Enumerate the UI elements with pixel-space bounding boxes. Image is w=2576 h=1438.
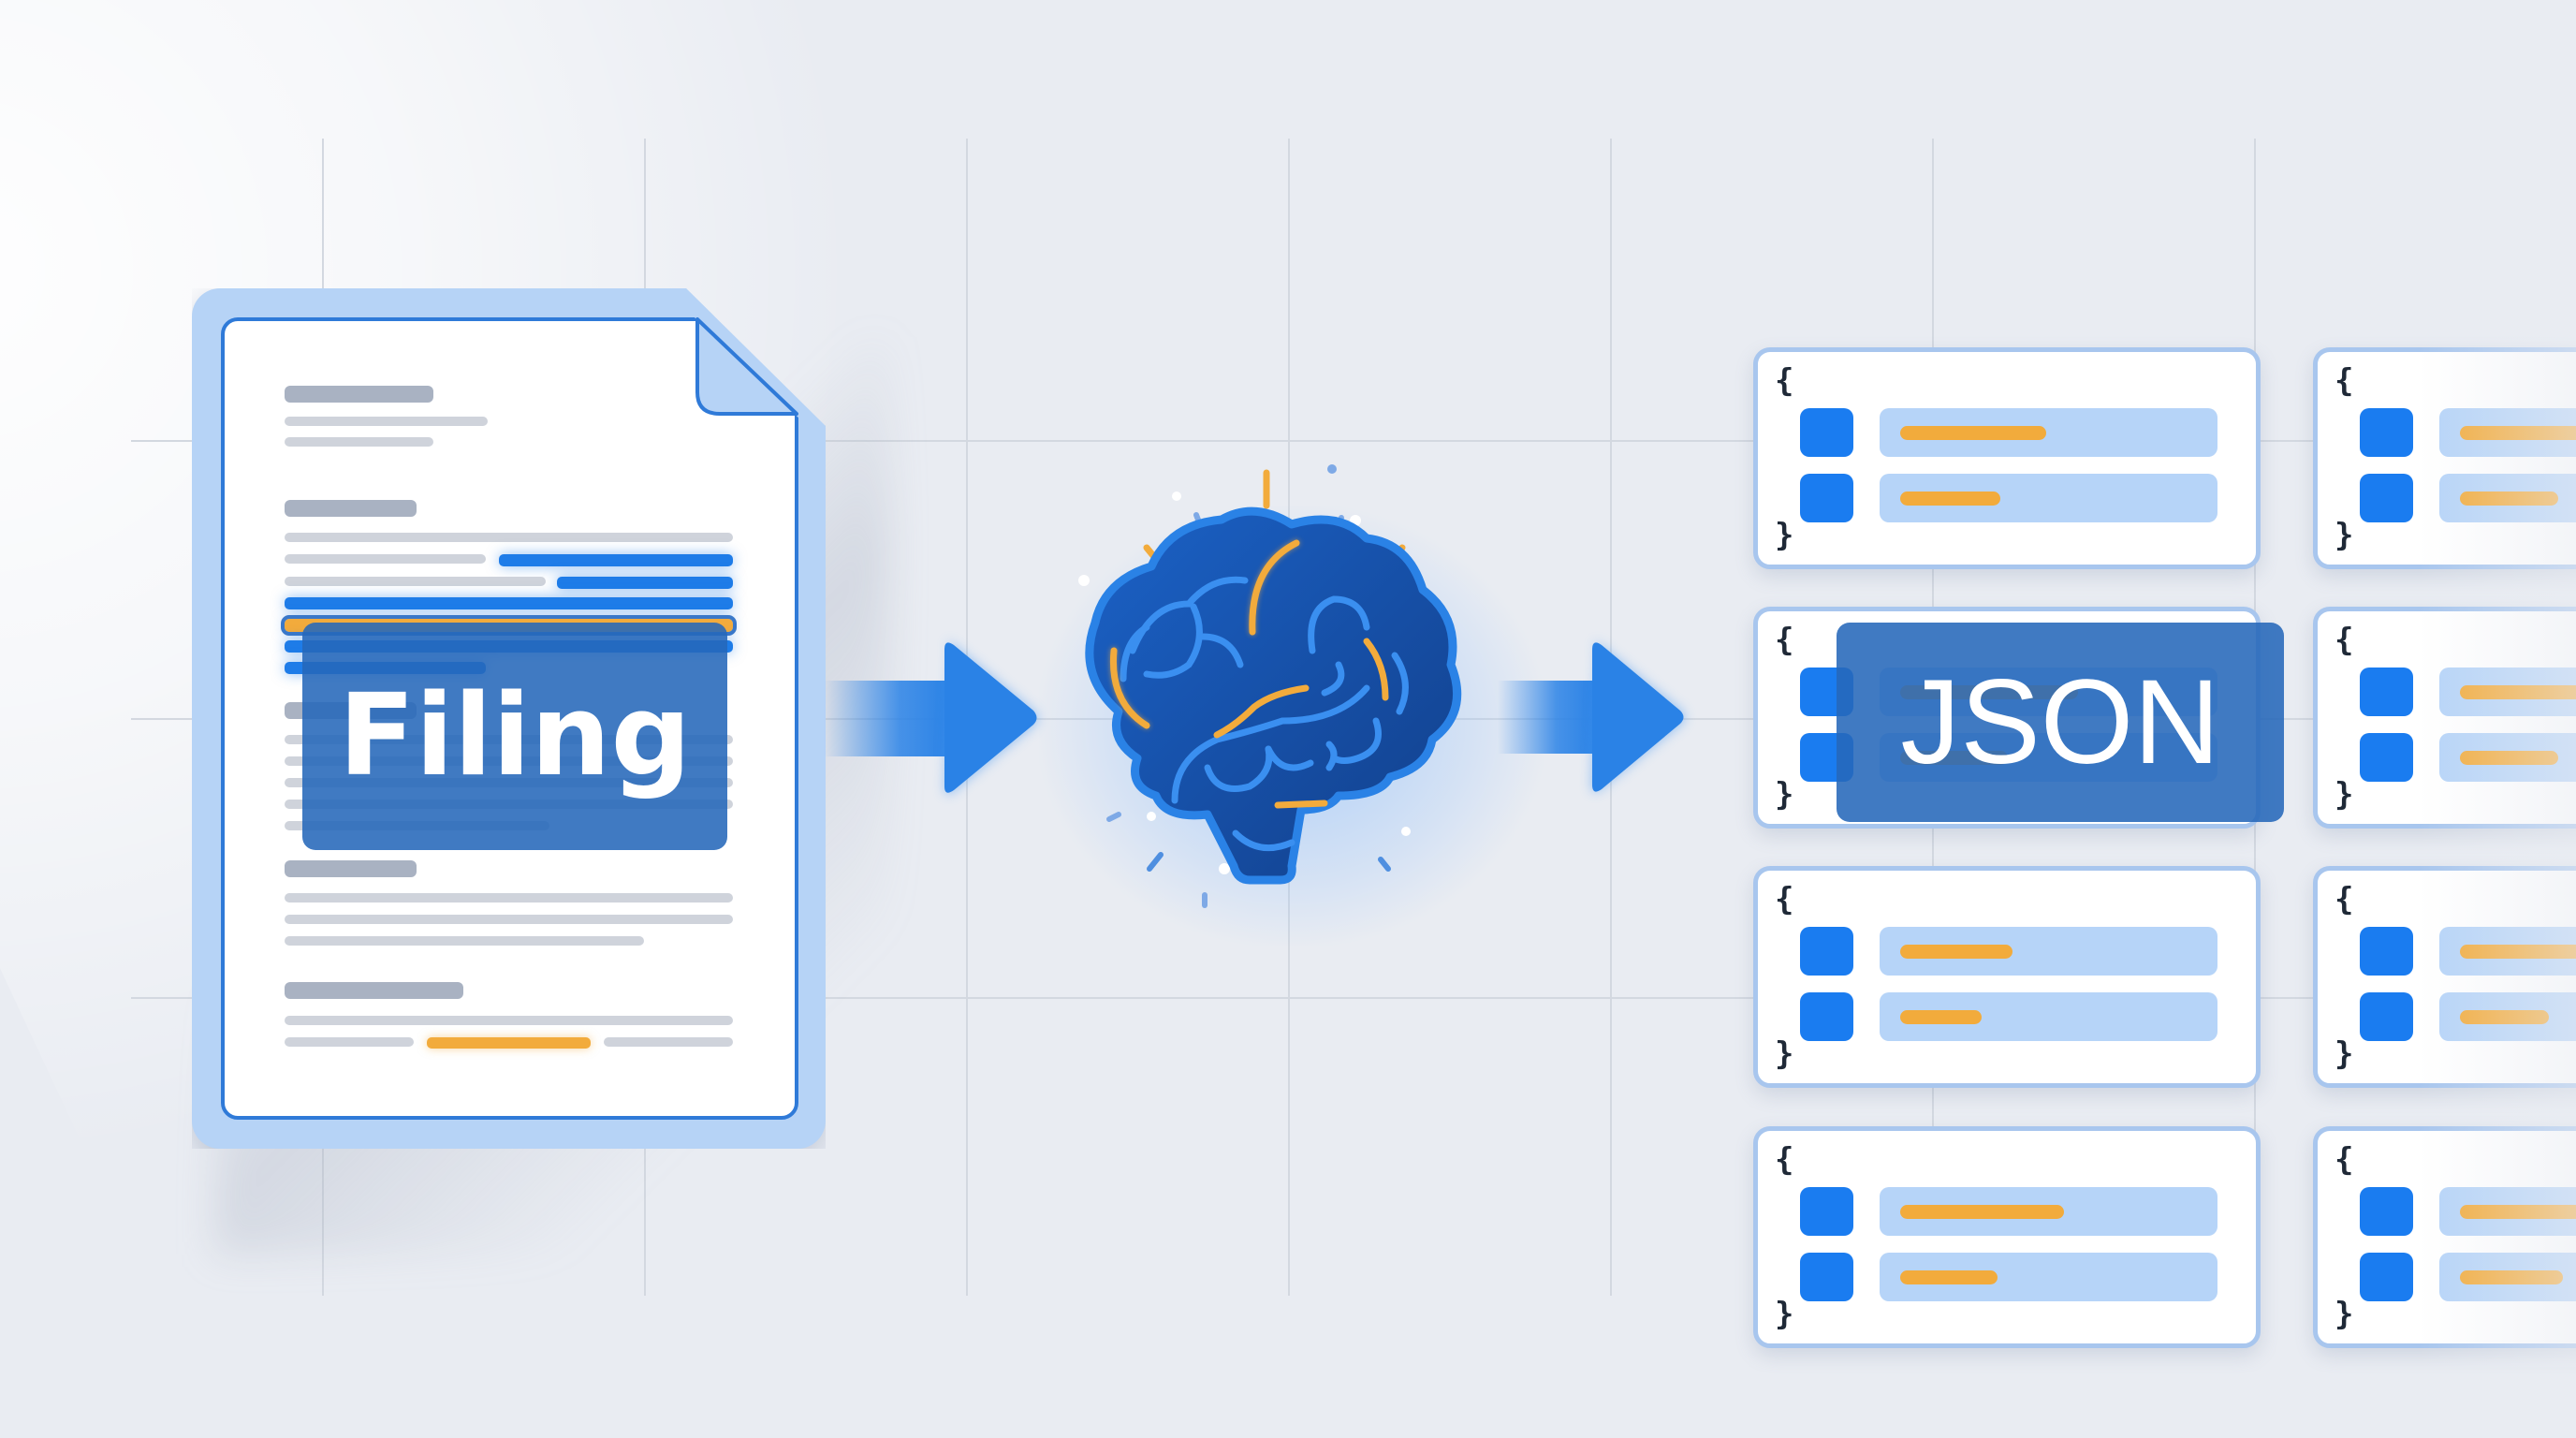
json-value-bar — [1900, 1270, 1998, 1284]
open-brace: { — [1775, 1141, 1794, 1179]
document-line-text — [285, 1016, 733, 1025]
grid-line — [131, 440, 2576, 442]
json-value-bar — [2460, 1010, 2549, 1024]
json-key-block — [2360, 668, 2413, 716]
document-line-heading — [285, 500, 417, 517]
document-line-heading — [285, 982, 463, 999]
filing-label-text: Filing — [338, 671, 692, 801]
document-line-text — [285, 533, 733, 542]
close-brace: } — [1775, 1035, 1794, 1073]
document-line-text — [604, 1037, 733, 1047]
brain-icon — [1078, 464, 1462, 908]
json-card: {} — [2313, 607, 2576, 829]
json-value-field — [2439, 733, 2576, 782]
open-brace: { — [2334, 362, 2354, 400]
json-label-text: JSON — [1900, 655, 2220, 789]
open-brace: { — [2334, 881, 2354, 918]
json-card: {} — [1753, 866, 2261, 1088]
json-card: {} — [2313, 1126, 2576, 1348]
json-value-field — [2439, 1253, 2576, 1301]
open-brace: { — [1775, 362, 1794, 400]
document-line-text — [285, 577, 546, 586]
json-card: {} — [1753, 347, 2261, 569]
json-card: {} — [2313, 347, 2576, 569]
json-key-block — [2360, 927, 2413, 976]
open-brace: { — [1775, 622, 1794, 659]
json-key-block — [2360, 1253, 2413, 1301]
close-brace: } — [2334, 776, 2354, 814]
json-value-field — [1880, 1187, 2217, 1236]
json-value-field — [2439, 927, 2576, 976]
document-line-text — [285, 915, 733, 924]
json-value-field — [1880, 1253, 2217, 1301]
json-key-block — [2360, 474, 2413, 522]
json-value-field — [2439, 408, 2576, 457]
open-brace: { — [2334, 1141, 2354, 1179]
document-line-text — [285, 554, 486, 564]
page-fold-corner-icon — [695, 317, 798, 416]
json-value-field — [2439, 668, 2576, 716]
json-value-field — [1880, 992, 2217, 1041]
json-value-bar — [1900, 945, 2012, 959]
json-label: JSON — [1837, 623, 2284, 822]
json-key-block — [1800, 927, 1853, 976]
document-line-text — [285, 1037, 414, 1047]
json-key-block — [1800, 1253, 1853, 1301]
close-brace: } — [1775, 517, 1794, 554]
json-card: {} — [2313, 866, 2576, 1088]
json-value-field — [2439, 474, 2576, 522]
json-value-bar — [1900, 1010, 1982, 1024]
close-brace: } — [2334, 1296, 2354, 1333]
json-value-bar — [2460, 751, 2558, 765]
open-brace: { — [1775, 881, 1794, 918]
json-value-bar — [2460, 945, 2576, 959]
json-value-field — [1880, 927, 2217, 976]
document-line-text — [285, 893, 733, 902]
document-line-text — [285, 417, 488, 426]
document-line-text — [285, 437, 433, 447]
close-brace: } — [2334, 1035, 2354, 1073]
json-value-field — [1880, 408, 2217, 457]
document-line-orange — [427, 1037, 591, 1049]
document-line-text — [285, 936, 644, 946]
json-value-bar — [1900, 492, 2000, 506]
close-brace: } — [1775, 1296, 1794, 1333]
json-value-bar — [1900, 1205, 2064, 1219]
json-value-bar — [1900, 426, 2046, 440]
document-line-blue — [285, 597, 733, 609]
document-line-blue — [499, 554, 733, 566]
json-value-field — [2439, 1187, 2576, 1236]
grid-line — [131, 997, 2576, 999]
filing-label: Filing — [302, 623, 727, 850]
json-key-block — [2360, 1187, 2413, 1236]
document-line-heading — [285, 860, 417, 877]
close-brace: } — [1775, 776, 1794, 814]
json-value-bar — [2460, 492, 2558, 506]
open-brace: { — [2334, 622, 2354, 659]
close-brace: } — [2334, 517, 2354, 554]
json-key-block — [2360, 733, 2413, 782]
json-key-block — [1800, 408, 1853, 457]
json-key-block — [1800, 1187, 1853, 1236]
json-card: {} — [1753, 1126, 2261, 1348]
json-value-bar — [2460, 1270, 2563, 1284]
json-value-bar — [2460, 1205, 2576, 1219]
json-value-bar — [2460, 685, 2576, 699]
json-key-block — [2360, 408, 2413, 457]
json-key-block — [1800, 992, 1853, 1041]
document-line-blue — [557, 577, 733, 589]
json-value-field — [2439, 992, 2576, 1041]
json-value-field — [1880, 474, 2217, 522]
arrow-right-icon — [1498, 641, 1685, 793]
json-value-bar — [2460, 426, 2576, 440]
arrow-right-icon — [824, 641, 1038, 795]
json-key-block — [1800, 474, 1853, 522]
json-key-block — [2360, 992, 2413, 1041]
document-line-heading — [285, 386, 433, 403]
